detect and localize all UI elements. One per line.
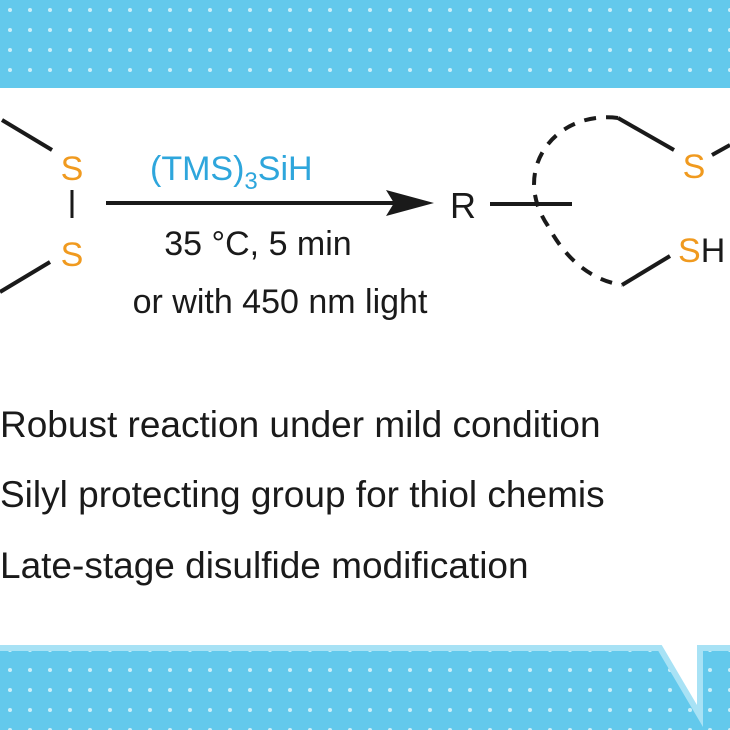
left-bond-top	[0, 118, 54, 152]
bullet-line-1: Robust reaction under mild condition	[0, 404, 601, 445]
product-thiol-hydrogen: H	[701, 232, 726, 270]
speech-bubble-panel	[0, 88, 730, 716]
r-group-label: R	[450, 185, 476, 226]
left-sulfur-top: S	[61, 150, 84, 188]
top-frame-dots	[0, 0, 730, 90]
product-bond-bottom	[620, 254, 672, 287]
reagent-tail: SiH	[258, 150, 313, 188]
bullet-line-3: Late-stage disulfide modification	[0, 545, 529, 586]
product-thiol-sulfur: S	[678, 232, 701, 270]
condition-light: or with 450 nm light	[133, 283, 428, 321]
reagent-formula: (TMS)3SiH	[150, 150, 313, 195]
reagent-subscript: 3	[244, 168, 257, 195]
speech-bubble-outline	[0, 645, 730, 728]
product-bond-top-exit	[711, 143, 730, 157]
product-sulfur-top: S	[683, 148, 706, 186]
product-bond-top	[617, 116, 675, 152]
dashed-ring-arc	[532, 115, 623, 287]
left-sulfur-bottom: S	[61, 236, 84, 274]
product-thiol: SH	[678, 232, 725, 270]
bullet-line-2: Silyl protecting group for thiol chemis	[0, 474, 605, 515]
condition-temperature-time: 35 °C, 5 min	[164, 225, 351, 263]
reaction-arrow-head	[386, 190, 434, 216]
bottom-frame-dots	[0, 640, 730, 730]
left-bond-bottom	[0, 260, 52, 294]
reagent-main: (TMS)	[150, 150, 244, 188]
